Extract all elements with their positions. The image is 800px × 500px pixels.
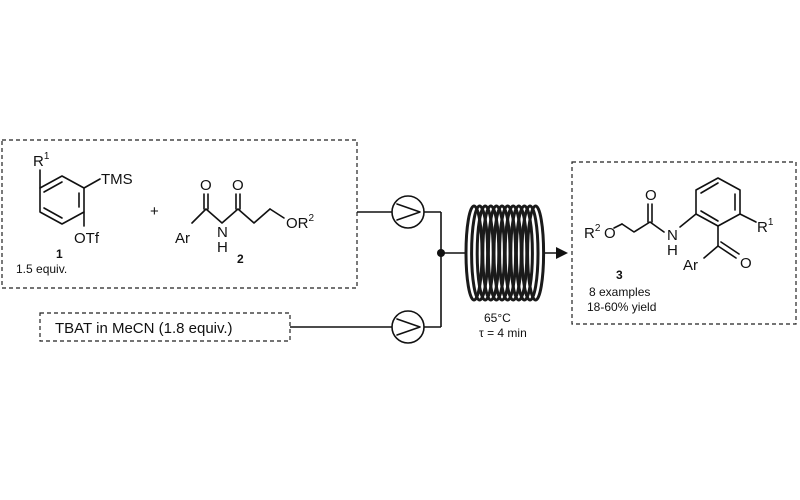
ketone-carbonyl <box>720 241 740 255</box>
aromatic-bond <box>700 182 719 194</box>
coil-loop <box>514 204 534 302</box>
plus-sign: + <box>150 203 159 220</box>
yield-label: 18-60% yield <box>587 300 656 314</box>
compound-2-structure <box>191 193 285 224</box>
product-nitrogen-label: N <box>667 227 678 244</box>
ar-label: Ar <box>175 230 190 247</box>
compound-3-structure <box>613 177 757 259</box>
product-box <box>571 161 797 325</box>
benzene-ring-3 <box>695 177 741 227</box>
oxygen-label: O <box>200 177 212 194</box>
reagent-box <box>39 312 291 342</box>
otf-label: OTf <box>74 230 100 247</box>
aromatic-bond <box>43 207 63 219</box>
temperature-label: 65°C <box>484 311 511 325</box>
r1-bond <box>739 213 757 223</box>
r1-label: R1 <box>33 151 50 170</box>
n-aryl-bond <box>679 213 697 228</box>
ether-bond <box>613 223 623 229</box>
tms-bond <box>83 178 101 189</box>
product-r1-label: R1 <box>757 217 774 236</box>
pump-1-icon <box>391 195 425 229</box>
amide-chain <box>621 221 665 233</box>
imide-backbone <box>191 208 271 224</box>
ketone-oxygen-label: O <box>740 255 752 272</box>
ketone-ar-bond <box>703 245 719 259</box>
tms-label: TMS <box>101 171 133 188</box>
coil-reactor-icon <box>464 204 546 302</box>
ketone-carbonyl <box>717 245 737 259</box>
reactants-box <box>1 139 358 289</box>
aromatic-bond <box>43 181 63 193</box>
examples-label: 8 examples <box>589 285 650 299</box>
nitrogen-label: N <box>217 224 228 241</box>
outlet-arrowhead <box>556 247 568 259</box>
or2-label: OR2 <box>286 213 315 232</box>
r2-label: R2 <box>584 223 601 242</box>
ether-oxygen-label: O <box>604 225 616 242</box>
t-mixer <box>437 249 445 257</box>
coil-loop <box>526 204 546 302</box>
coil-loop <box>520 204 540 302</box>
pump-2-icon <box>391 310 425 344</box>
hydrogen-label: H <box>217 239 228 256</box>
product-hydrogen-label: H <box>667 242 678 259</box>
aromatic-bond <box>700 210 719 222</box>
reagent-label: TBAT in MeCN (1.8 equiv.) <box>55 320 233 337</box>
ether-bond <box>269 208 285 219</box>
compound-1-equiv: 1.5 equiv. <box>16 262 67 276</box>
compound-2-number: 2 <box>237 252 244 266</box>
residence-time-label: τ = 4 min <box>479 326 527 340</box>
oxygen-label: O <box>232 177 244 194</box>
benzene-ring-1 <box>39 175 85 225</box>
compound-3-number: 3 <box>616 268 623 282</box>
compound-1-number: 1 <box>56 247 63 261</box>
amide-oxygen-label: O <box>645 187 657 204</box>
compound-1-structure <box>39 169 101 227</box>
product-ar-label: Ar <box>683 257 698 274</box>
